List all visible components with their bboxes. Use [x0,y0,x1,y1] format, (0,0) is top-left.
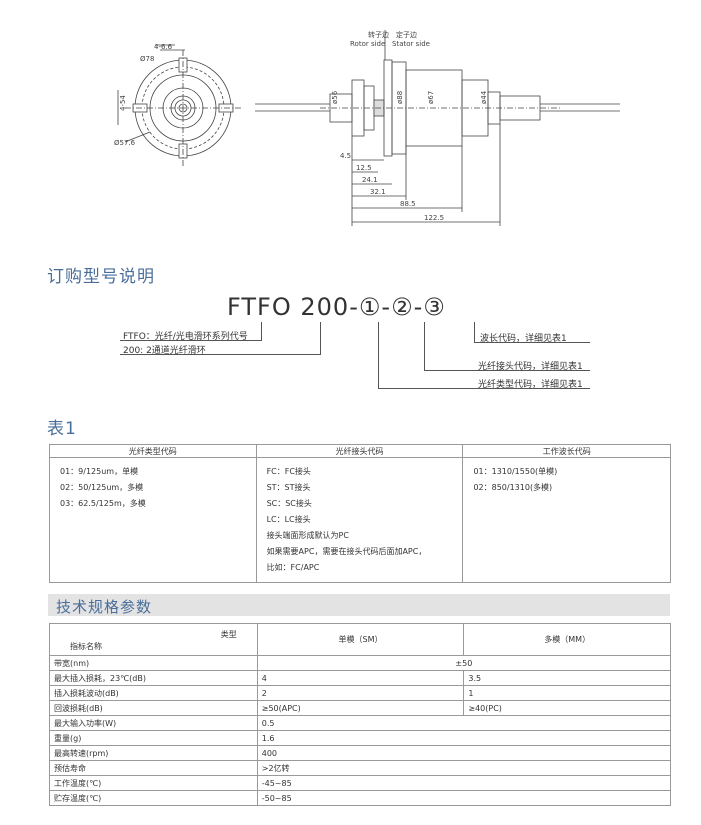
row-sm: 2 [256,685,465,701]
ordering-title: 订购型号说明 [47,267,155,287]
note-connector: 光纤接头代码，详细见表1 [478,362,583,372]
dim-321: 32.1 [370,188,386,196]
code-channels: 200 [300,293,350,321]
list-item: LC：LC接头 [266,515,311,524]
dim-885: 88.5 [400,200,416,208]
dim-1225: 122.5 [424,214,444,222]
table1: 光纤类型代码 光纤接头代码 工作波长代码 01：9/125um，单模 02：50… [49,444,671,583]
code-prefix: FTFO [227,293,292,321]
code-circ3: ③ [423,293,446,321]
table-row: 最高转速(rpm) 400 [49,745,672,761]
row-value: 1.6 [256,730,672,746]
side-view [255,30,620,226]
list-item: 比如：FC/APC [266,563,320,572]
model-code: FTFO 200-①-②-③ [227,293,446,321]
dim-d67: ø67 [427,91,435,104]
dash-2: - [381,293,392,321]
dim-d44: ø44 [480,90,488,104]
specs-title-bar: 技术规格参数 [48,594,670,616]
table1-header-wavelength: 工作波长代码 [462,444,671,458]
note-ftfo: FTFO：光纤/光电滑环系列代号 [123,332,248,342]
row-value: ±50 [256,655,672,671]
row-name: 插入损耗波动(dB) [49,685,258,701]
code-circ1: ① [358,293,382,321]
dim-125: 12.5 [356,164,372,172]
dash-1: - [349,293,359,321]
list-item: 接头端面形成默认为PC [266,531,349,540]
row-value: -50~85 [256,790,672,806]
row-mm: ≥40(PC) [463,700,671,716]
specs-header-corner: 指标名称 类型 [49,623,258,656]
code-circ2: ② [391,293,414,321]
row-sm: 4 [256,670,465,686]
table-row: 插入损耗波动(dB) 2 1 [49,685,671,701]
table-row: 带宽(nm) ±50 [49,655,672,671]
note-wavelength: 波长代码，详细见表1 [480,334,567,344]
table-row: 工作温度(℃) -45~85 [49,775,672,791]
table1-col-fiber-type: 01：9/125um，单模 02：50/125um，多模 03：62.5/125… [49,457,257,583]
dim-d78: Ø78 [140,55,154,63]
table-row: 贮存温度(℃) -50~85 [49,790,672,806]
list-item: SC：SC接头 [266,499,312,508]
row-name: 预估寿命 [49,760,258,776]
list-item: 01：1310/1550(单模) [473,467,558,476]
specs-title: 技术规格参数 [56,598,153,616]
stator-en: Stator side [392,40,430,48]
table-row: 预估寿命 >2亿转 [49,760,672,776]
stator-cn: 定子边 [396,30,417,39]
row-name: 回波损耗(dB) [49,700,258,716]
table-row: 最大输入功率(W) 0.5 [49,715,672,731]
list-item: 如果需要APC，需要在接头代码后面加APC， [266,547,427,556]
row-sm: ≥50(APC) [256,700,465,716]
row-value: 400 [256,745,672,761]
row-mm: 3.5 [463,670,671,686]
list-item: FC：FC接头 [266,467,311,476]
specs-table: 指标名称 类型 单模（SM） 多模（MM） 带宽(nm) ±50 最大插入损耗，… [49,623,672,806]
dim-side: 4-54 [119,95,127,111]
row-value: >2亿转 [256,760,672,776]
header-mm: 多模（MM） [463,623,671,656]
dim-d88: ø88 [396,91,404,104]
list-item: 02：50/125um，多模 [60,483,144,492]
table1-title: 表1 [47,419,77,439]
dim-241: 24.1 [362,176,378,184]
dash-3: - [413,293,424,321]
list-item: 02：850/1310(多模) [473,483,553,492]
table-row: 回波损耗(dB) ≥50(APC) ≥40(PC) [49,700,671,716]
table-row: 最大插入损耗，23℃(dB) 4 3.5 [49,670,671,686]
note-fiber-type: 光纤类型代码，详细见表1 [478,380,583,390]
technical-drawing: 4-6.6 Ø78 Ø57.6 4-54 转子边 定子边 [114,30,620,226]
list-item: ST：ST接头 [266,483,311,492]
rotor-cn: 转子边 [368,30,389,39]
dim-holes: 4-6.6 [154,43,173,51]
header-type: 类型 [220,630,237,639]
table1-col-connector: FC：FC接头 ST：ST接头 SC：SC接头 LC：LC接头 接头端面形成默认… [255,457,464,583]
row-name: 最大插入损耗，23℃(dB) [49,670,258,686]
dim-45: 4.5 [340,152,351,160]
row-name: 重量(g) [49,730,258,746]
rotor-en: Rotor side [350,40,385,48]
note-200: 200: 2通道光纤滑环 [123,346,206,356]
row-name: 带宽(nm) [49,655,258,671]
row-value: -45~85 [256,775,672,791]
row-mm: 1 [463,685,671,701]
front-view [117,44,241,166]
table1-header-connector: 光纤接头代码 [255,444,464,458]
row-value: 0.5 [256,715,672,731]
row-name: 最高转速(rpm) [49,745,258,761]
table1-col-wavelength: 01：1310/1550(单模) 02：850/1310(多模) [462,457,671,583]
dim-d576: Ø57.6 [114,139,136,147]
list-item: 01：9/125um，单模 [60,467,139,476]
header-name: 指标名称 [70,642,102,651]
row-name: 工作温度(℃) [49,775,258,791]
row-name: 最大输入功率(W) [49,715,258,731]
list-item: 03：62.5/125m，多模 [60,499,146,508]
table1-header-fiber-type: 光纤类型代码 [49,444,257,458]
table-row: 重量(g) 1.6 [49,730,672,746]
header-sm: 单模（SM） [256,623,465,656]
row-name: 贮存温度(℃) [49,790,258,806]
dim-d56: ø56 [331,90,339,104]
